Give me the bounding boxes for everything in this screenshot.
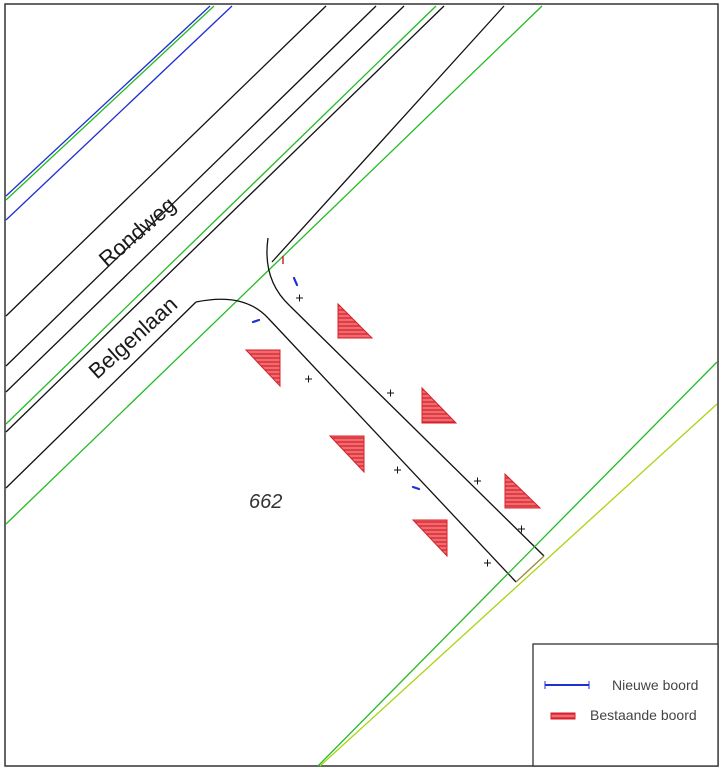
- survey-points: [296, 294, 525, 567]
- road-edge-line: [5, 5, 377, 367]
- road-edge-line: [5, 5, 233, 221]
- parcel-boundary-line: [5, 5, 437, 425]
- road-edges: [5, 5, 543, 525]
- legend-label-new-curb: Nieuwe boord: [612, 677, 698, 693]
- legend-label-existing-curb: Bestaande boord: [590, 707, 697, 723]
- road-edge-line: [271, 5, 505, 263]
- survey-point-marker: [387, 389, 394, 397]
- existing-curb-marker: [244, 349, 281, 388]
- new-curb-mark: [411, 485, 421, 491]
- road-edge-line: [5, 5, 445, 433]
- road-edge-line: [5, 5, 327, 317]
- legend-box: [532, 643, 719, 767]
- street-label-rondweg: Rondweg: [94, 192, 181, 272]
- new-curb-marks: [251, 276, 421, 491]
- existing-curb-marker: [328, 435, 365, 474]
- road-edge-line: [5, 301, 197, 489]
- survey-point-marker: [518, 525, 525, 533]
- curb-return-left: [195, 298, 269, 319]
- existing-curb-markers: [244, 256, 542, 558]
- parcel-boundary-line-alt: [319, 403, 718, 767]
- existing-curb-marker: [504, 472, 542, 509]
- parcel-boundary-line: [5, 5, 543, 525]
- new-curb-mark: [292, 276, 299, 287]
- road-edge-line: [5, 5, 211, 197]
- survey-point-marker: [474, 477, 481, 485]
- parcel-boundary-line: [5, 5, 215, 201]
- survey-point-marker: [305, 375, 312, 383]
- side-street-edge-right: [289, 305, 545, 557]
- road-edge-line: [5, 5, 405, 393]
- survey-point-marker: [394, 466, 401, 474]
- parcel-boundary-line: [317, 361, 718, 767]
- survey-point-marker: [296, 294, 303, 302]
- map-frame: [4, 3, 719, 767]
- legend: Nieuwe boord Bestaande boord: [532, 643, 719, 767]
- new-curb-mark: [251, 318, 261, 324]
- existing-curb-marker: [411, 519, 448, 558]
- side-street-end: [515, 555, 545, 583]
- legend-symbol-existing-curb: [550, 712, 576, 720]
- existing-curb-marker: [421, 386, 458, 424]
- parcel-number: 662: [249, 491, 282, 513]
- legend-symbol-new-curb: [544, 681, 590, 689]
- street-label-belgenlaan: Belgenlaan: [84, 291, 183, 383]
- survey-point-marker: [484, 559, 491, 567]
- side-street-edge-left: [267, 317, 517, 583]
- curb-return-right: [266, 237, 291, 307]
- existing-curb-marker: [337, 302, 374, 339]
- side-street: [195, 237, 545, 583]
